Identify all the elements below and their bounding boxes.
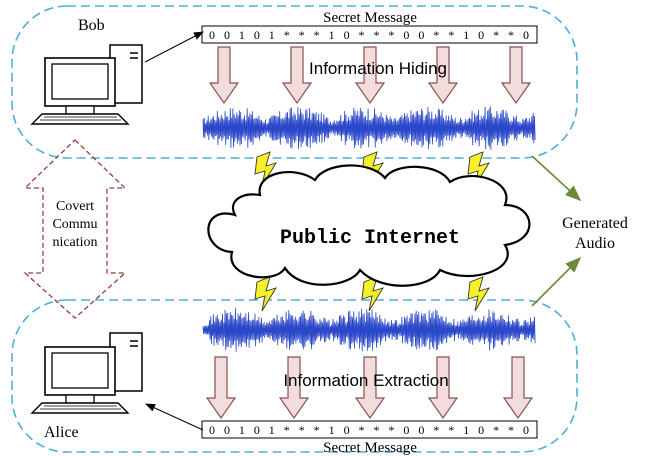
information-hiding-label: Information Hiding <box>309 59 447 78</box>
bottom-message-bits: 0 0 1 0 1 * * * 1 0 * * * 0 0 * * 1 0 * … <box>209 423 529 437</box>
generated-audio-line2: Audio <box>575 235 615 252</box>
lightning-icon <box>254 151 277 187</box>
message-to-alice-arrow <box>145 403 204 431</box>
bottom-audio-waveform <box>202 308 536 352</box>
top-message-bits: 0 0 1 0 1 * * * 1 0 * * * 0 0 * * 1 0 * … <box>209 28 529 42</box>
lightning-icon <box>467 276 490 312</box>
lightning-icons <box>254 151 490 312</box>
top-secret-message-title: Secret Message <box>323 10 417 26</box>
bob-label: Bob <box>78 17 105 34</box>
covert-label-line1: Covert <box>56 199 94 214</box>
hiding-arrows <box>208 46 532 105</box>
alice-computer-icon <box>30 332 143 414</box>
bob-to-message-arrow <box>144 31 204 63</box>
waveform-trace <box>202 308 536 352</box>
covert-communication-arrow <box>23 139 127 319</box>
public-internet-label: Public Internet <box>280 227 460 250</box>
generated-audio-arrow-bottom <box>531 256 582 307</box>
receiver-region <box>11 299 578 453</box>
lightning-icon <box>467 151 490 187</box>
generated-audio-arrow-top <box>531 155 582 202</box>
lightning-icon <box>254 276 277 312</box>
cloud-icon <box>207 164 531 287</box>
information-extraction-label: Information Extraction <box>283 371 448 390</box>
bob-computer-icon <box>30 44 143 125</box>
sender-region <box>11 5 578 159</box>
extraction-arrows <box>205 356 534 420</box>
covert-label-line3: nication <box>52 235 97 250</box>
top-audio-waveform <box>202 106 536 150</box>
generated-audio-line1: Generated <box>562 215 628 232</box>
covert-label-line2: Commu <box>52 217 97 232</box>
alice-label: Alice <box>44 424 79 441</box>
waveform-trace <box>202 106 536 150</box>
bottom-secret-message-title: Secret Message <box>323 440 417 456</box>
